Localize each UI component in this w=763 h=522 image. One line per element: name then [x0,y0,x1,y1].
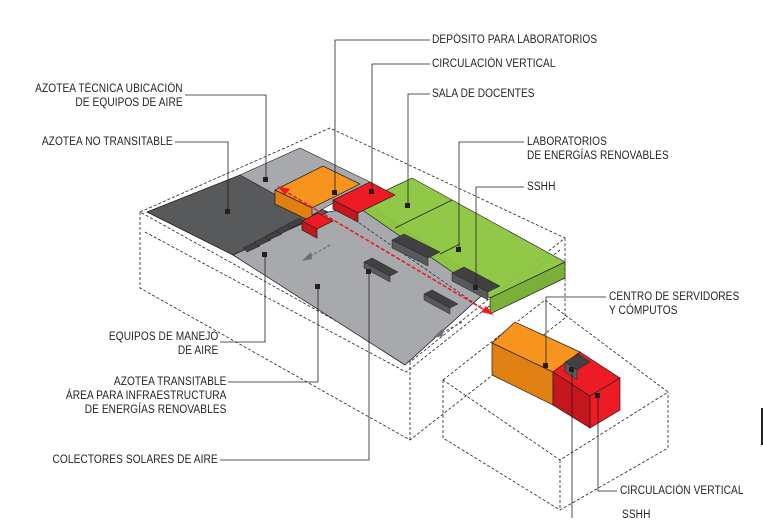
label-laboratorios: LABORATORIOS DE ENERGÍAS RENOVABLES [527,135,669,163]
label-azotea-tecnica-line1: AZOTEA TÉCNICA UBICACIÓN [35,83,183,95]
colectores-solares-de-aire [363,257,459,315]
label-equipos-manejo: EQUIPOS DE MANEJO DE AIRE [109,330,218,358]
circulation-arrows [282,189,489,313]
equipos-de-manejo-de-aire [242,217,305,253]
label-azotea-transitable-line1: AZOTEA TRANSITABLE [113,376,226,388]
label-azotea-transitable-line2: ÁREA PARA INFRAESTRUCTURA [65,390,226,402]
arrow-head-start [277,186,290,195]
label-equipos-manejo-line2: DE AIRE [177,345,218,357]
label-colectores: COLECTORES SOLARES DE AIRE [52,454,218,466]
label-circulacion-vertical-top: CIRCULACIÓN VERTICAL [432,58,556,70]
label-laboratorios-line2: DE ENERGÍAS RENOVABLES [527,150,669,162]
label-sshh-bottom: SSHH [622,509,651,521]
label-sshh-top: SSHH [527,181,556,193]
label-azotea-transitable-line3: DE ENERGÍAS RENOVABLES [84,404,226,416]
leader-lines [175,39,763,518]
label-sala-docentes: SALA DE DOCENTES [432,88,535,100]
label-laboratorios-line1: LABORATORIOS [527,136,607,148]
grey-arrow-head-2 [433,329,443,338]
grey-arrow-head-1 [302,252,312,261]
circulacion-vertical-top-volume [301,181,396,239]
label-centro-servidores-line2: Y CÓMPUTOS [609,305,678,317]
label-deposito: DEPÓSITO PARA LABORATORIOS [432,34,598,46]
label-centro-servidores: CENTRO DE SERVIDORES Y CÓMPUTOS [609,290,739,318]
label-azotea-tecnica: AZOTEA TÉCNICA UBICACIÓN DE EQUIPOS DE A… [35,82,183,110]
label-circulacion-vertical-bottom: CIRCULACIÓN VERTICAL [620,485,744,497]
leader-dots [225,177,600,398]
label-centro-servidores-line1: CENTRO DE SERVIDORES [609,291,740,303]
label-azotea-transitable: AZOTEA TRANSITABLE ÁREA PARA INFRAESTRUC… [65,375,226,417]
label-equipos-manejo-line1: EQUIPOS DE MANEJO [108,331,218,343]
label-azotea-tecnica-line2: DE EQUIPOS DE AIRE [75,97,183,109]
label-azotea-no-transitable: AZOTEA NO TRANSITABLE [42,136,173,148]
arrow-head-end [481,306,494,315]
